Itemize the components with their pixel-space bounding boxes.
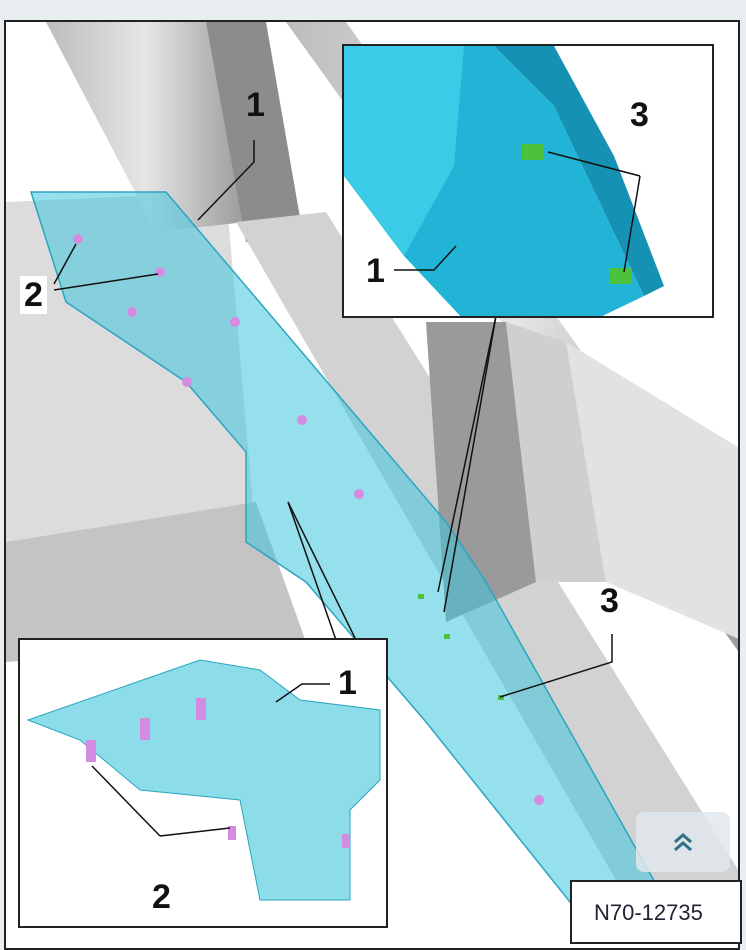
inset-callout-1: 1 bbox=[366, 252, 385, 290]
detail-inset-fasteners: 1 2 bbox=[18, 638, 388, 928]
inset-callout-1: 1 bbox=[338, 664, 357, 702]
callout-1: 1 bbox=[246, 86, 265, 124]
callout-2: 2 bbox=[20, 276, 47, 314]
technical-illustration: 1 2 3 3 1 1 bbox=[4, 20, 740, 950]
inset-callout-2: 2 bbox=[152, 878, 171, 916]
double-chevron-up-icon bbox=[674, 833, 692, 852]
detail-inset-clips: 3 1 bbox=[342, 44, 714, 318]
inset-callout-3: 3 bbox=[630, 96, 649, 134]
inset-drawing bbox=[26, 659, 381, 901]
figure-number: N70-12735 bbox=[594, 900, 703, 925]
callout-3: 3 bbox=[600, 582, 619, 620]
inset-drawing bbox=[344, 46, 664, 316]
figure-caption-box: N70-12735 bbox=[570, 880, 742, 944]
scroll-to-top-button[interactable] bbox=[636, 812, 730, 872]
